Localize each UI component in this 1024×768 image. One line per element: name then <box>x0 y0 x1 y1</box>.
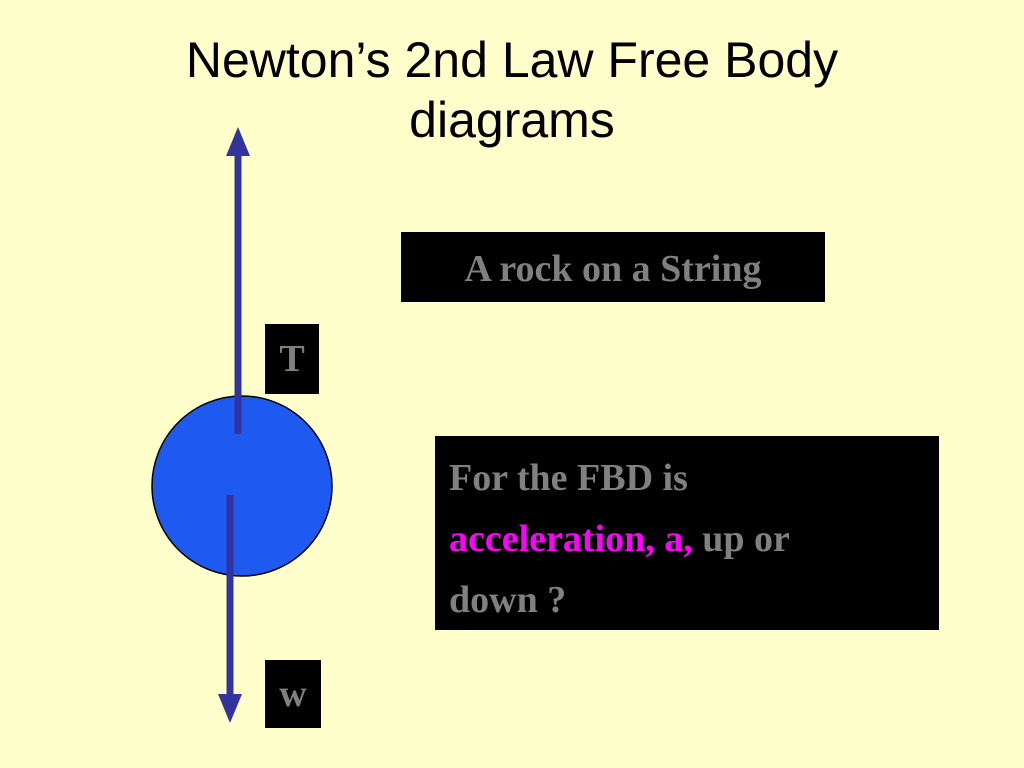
rock-circle <box>151 395 333 577</box>
weight-arrow <box>218 495 242 723</box>
question-highlight: acceleration, a, <box>449 518 693 560</box>
question-box: For the FBD is acceleration, a, up or do… <box>435 436 939 630</box>
question-text-1: For the FBD is <box>449 457 688 499</box>
weight-label: w <box>265 660 321 728</box>
diagram-caption: A rock on a String <box>401 232 825 302</box>
tension-label: T <box>265 324 319 394</box>
question-text-3: up or <box>702 518 790 560</box>
question-text-4: down ? <box>449 579 567 621</box>
slide-title: Newton’s 2nd Law Free Body diagrams <box>40 30 984 150</box>
title-line-2: diagrams <box>409 92 615 148</box>
tension-arrow <box>226 127 250 434</box>
title-line-1: Newton’s 2nd Law Free Body <box>185 32 839 88</box>
